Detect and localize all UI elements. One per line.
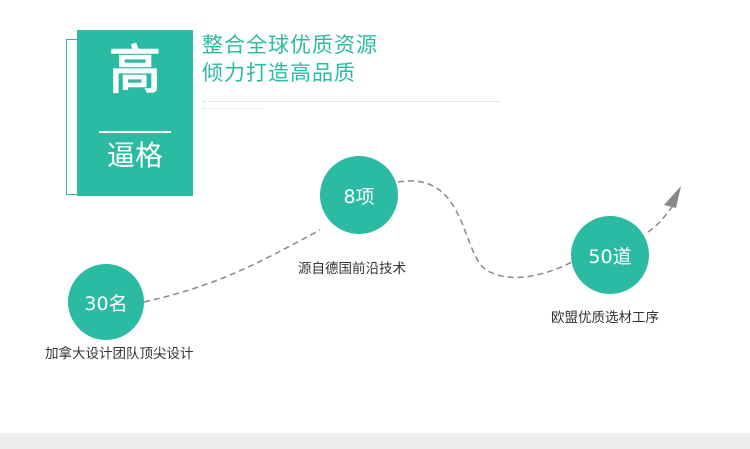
badge-box: 高 逼格 (77, 30, 193, 196)
badge-sub-text: 逼格 (106, 139, 163, 172)
arrow-head-icon (664, 186, 681, 208)
milestone-circle-2: 8项 (320, 156, 398, 234)
milestone-circle-3: 50道 (571, 216, 649, 294)
milestone-value-3: 50道 (588, 245, 632, 268)
milestone-circle-1: 30名 (68, 264, 144, 340)
decorative-dotted-rule (203, 101, 499, 102)
badge-divider (99, 131, 171, 133)
headline: 整合全球优质资源 倾力打造高品质 (202, 31, 378, 87)
dashed-path-line (143, 180, 677, 303)
decorative-dotted-rule-short (203, 108, 263, 109)
milestone-value-2: 8项 (343, 185, 375, 208)
milestone-caption-1: 加拿大设计团队顶尖设计 (45, 346, 194, 362)
milestone-caption-3: 欧盟优质选材工序 (551, 310, 659, 326)
bottom-band (0, 433, 750, 449)
milestone-caption-2: 源自德国前沿技术 (298, 261, 406, 277)
headline-line-1: 整合全球优质资源 (202, 33, 378, 57)
badge-big-char: 高 (108, 41, 161, 101)
headline-line-2: 倾力打造高品质 (202, 61, 356, 85)
milestone-value-1: 30名 (84, 292, 128, 315)
